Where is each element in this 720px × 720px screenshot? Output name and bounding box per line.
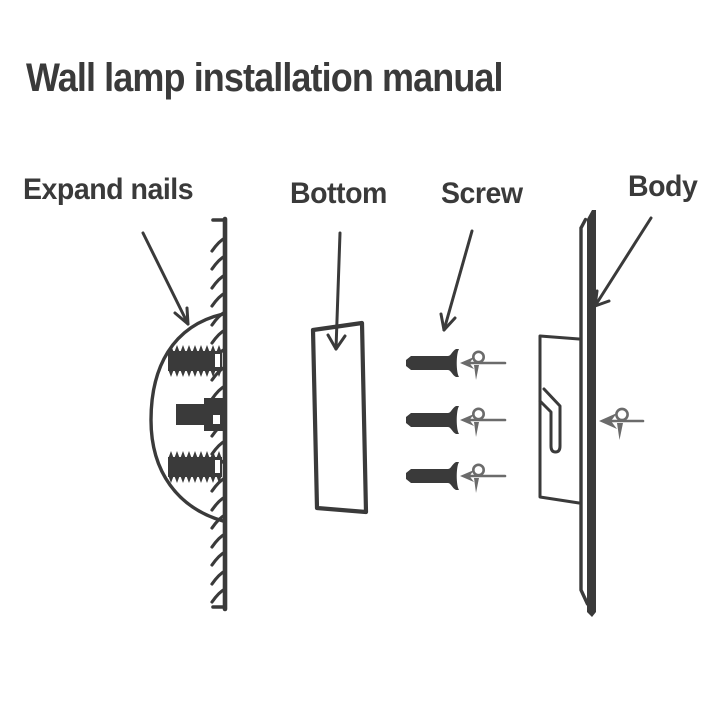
lamp-body xyxy=(538,210,645,617)
expand-nail-middle-screw xyxy=(176,398,227,431)
arrow-expand-nails xyxy=(141,231,190,326)
page-title: Wall lamp installation manual xyxy=(26,56,504,100)
arrow-body xyxy=(593,216,653,308)
arrow-bottom xyxy=(326,231,347,351)
bottom-plate xyxy=(310,320,369,515)
expand-nail-top xyxy=(168,345,222,377)
label-expand-nails: Expand nails xyxy=(23,173,194,206)
arrow-screw xyxy=(439,229,474,332)
body-front-line xyxy=(579,217,590,606)
screw-row-2 xyxy=(406,406,507,437)
body-bar xyxy=(587,210,596,617)
mounting-arc xyxy=(149,312,225,523)
expand-nail-bottom xyxy=(168,451,222,483)
body-screw xyxy=(599,407,645,440)
label-screw: Screw xyxy=(441,177,523,210)
screw-row-1 xyxy=(406,349,507,380)
body-hook-slot xyxy=(538,387,562,454)
label-body: Body xyxy=(628,170,698,203)
label-bottom: Bottom xyxy=(290,177,387,210)
body-bracket xyxy=(538,334,581,505)
screw-row-3 xyxy=(406,462,507,493)
